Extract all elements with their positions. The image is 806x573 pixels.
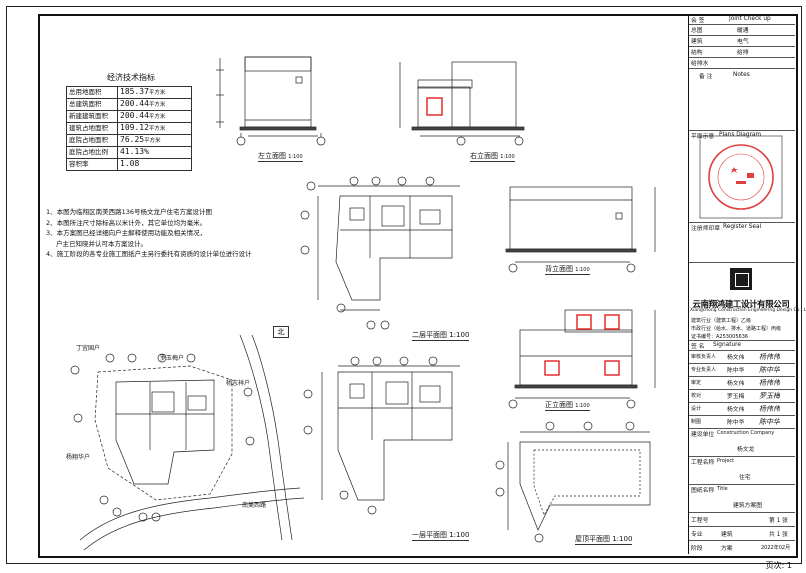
left-elevation — [216, 56, 326, 146]
neighbor-label-1: 丁宜国户 — [76, 345, 101, 352]
tb-row: 结构 给排 — [689, 46, 795, 58]
road-label: 南美西路 — [242, 502, 267, 509]
floor1-title: 一层平面图 1:100 — [412, 531, 470, 541]
design-notes: 1、本图为临翔区南美西路136号杨文龙户住宅方案设计图 2、本图所注尺寸除标高以… — [46, 207, 276, 260]
first-floor-plan — [303, 356, 460, 515]
front-elevation-title: 正立面图 1:100 — [545, 401, 590, 411]
front-window-4 — [604, 360, 620, 376]
tb-firm: 建筑行业（建筑工程）乙级 市政行业（给水、排水、道路工程）丙级 证书编号：A25… — [689, 262, 795, 341]
left-elevation-title: 左立面图 1:100 — [258, 152, 303, 162]
note-line: 1、本图为临翔区南美西路136号杨文龙户住宅方案设计图 — [46, 208, 213, 216]
neighbor-label-3: 杨志祥户 — [226, 380, 251, 387]
tb-row: 总图 暖通 — [689, 24, 795, 36]
note-line: 户主已知晓并认可本方案设计。 — [56, 239, 147, 248]
tb-role-row: 设计 杨文伟 杨伟伟 — [689, 402, 795, 416]
roof-plan — [495, 421, 651, 543]
tb-drawing-name: 图纸名称 Title 建筑方案图 — [689, 484, 795, 513]
tb-role-row: 制图 陈中华 陈中华 — [689, 415, 795, 429]
neighbor-label-4: 杨翔华户 — [66, 454, 91, 461]
front-window-2 — [604, 314, 620, 330]
firm-name-en: Xiangchong Construction Engineering Desi… — [690, 308, 806, 313]
tb-client: 建设单位 Construction Company 杨文龙 — [689, 428, 795, 457]
tb-row: 建筑 电气 — [689, 35, 795, 47]
firm-name: 云南翔鸿建工设计有限公司 — [692, 299, 790, 309]
page-number: 页次: 1 — [765, 561, 792, 570]
front-elevation — [508, 309, 656, 409]
second-floor-plan — [300, 176, 460, 330]
tb-role-row: 专业负责人 陈中华 陈中华 — [689, 363, 795, 377]
north-label: 北 — [273, 326, 289, 338]
tb-project: 工程名称 Project 住宅 — [689, 456, 795, 485]
note-line: 4、施工阶段的各专业施工图纸户主另行委托有资质的设计单位进行设计 — [46, 250, 252, 258]
floor2-title: 二层平面图 1:100 — [412, 331, 470, 341]
tb-signature-header: 签 名 Signature — [689, 340, 795, 351]
firm-logo — [730, 268, 752, 290]
tb-row-joint: 会 签 Joint Check up — [689, 14, 795, 25]
tb-plan-diagram: 平面示意 Plans Diagram — [689, 130, 795, 223]
tb-role-row: 审核负责人 杨文伟 杨伟伟 — [689, 350, 795, 364]
tech-title: 经济技术指标 — [107, 73, 155, 82]
note-line: 3、本方案图已经详细向户主解释使用功能及相关情况， — [46, 229, 207, 237]
tb-row: 给排水 — [689, 57, 795, 69]
neighbor-label-2: 罗玉梅户 — [160, 355, 185, 362]
right-elevation — [399, 61, 525, 146]
inner-frame — [38, 14, 798, 558]
note-line: 2、本图所注尺寸除标高以米计外，其它单位均为毫米。 — [46, 218, 207, 227]
tb-notes: 备 注 Notes — [689, 68, 795, 131]
firm-seal — [708, 144, 774, 210]
tb-role-row: 校对 罗玉梅 罗玉梅 — [689, 389, 795, 403]
back-elevation — [505, 186, 656, 273]
tb-role-row: 审定 杨文伟 杨伟伟 — [689, 376, 795, 390]
front-window-1 — [576, 314, 592, 330]
back-elevation-title: 背立面图 1:100 — [545, 265, 590, 275]
site-plan — [70, 334, 305, 551]
tb-bottom-row: 专业 建筑 共 1 张 — [689, 526, 795, 541]
tb-register-seal: 注册师印章 Register Seal — [689, 222, 795, 263]
front-window-3 — [544, 360, 560, 376]
right-elev-window — [426, 97, 443, 116]
outer-frame — [6, 6, 802, 564]
tb-bottom-row: 工程号 第 1 张 — [689, 512, 795, 527]
roof-title: 屋顶平面图 1:100 — [575, 535, 633, 545]
right-elevation-title: 右立面图 1:100 — [470, 152, 515, 162]
plan-diagram-frame — [699, 135, 783, 219]
title-block: 会 签 Joint Check up 总图 暖通 建筑 电气 结构 给排 给排水… — [688, 14, 795, 554]
tb-bottom-row: 阶段 方案 2022年02月 — [691, 544, 791, 552]
